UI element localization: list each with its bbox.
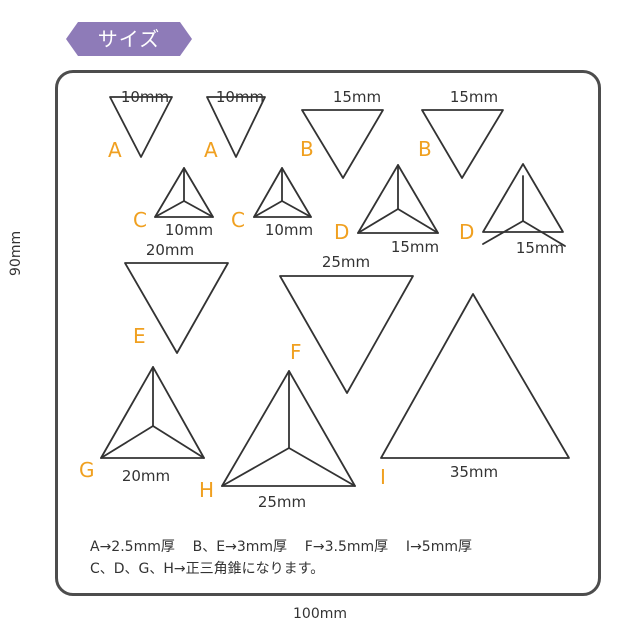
letter-f: F bbox=[290, 340, 302, 364]
shape-b1 bbox=[301, 109, 384, 179]
badge-label: サイズ bbox=[97, 27, 161, 51]
size-label-b1: 15mm bbox=[332, 88, 382, 106]
badge-hexagon-shape bbox=[66, 22, 192, 56]
letter-i: I bbox=[380, 465, 386, 489]
size-label-c2: 10mm bbox=[264, 221, 314, 239]
shape-a2 bbox=[206, 96, 266, 158]
size-label-a2: 10mm bbox=[215, 88, 265, 106]
shape-e bbox=[124, 262, 229, 354]
letter-c2: C bbox=[231, 208, 245, 232]
size-label-f: 25mm bbox=[321, 253, 371, 271]
shape-b2 bbox=[421, 109, 504, 179]
shape-h bbox=[221, 370, 356, 487]
letter-b2: B bbox=[418, 137, 432, 161]
width-dimension-label: 100mm bbox=[293, 606, 347, 622]
height-dimension-label: 90mm bbox=[8, 230, 24, 276]
thickness-notes: A→2.5mm厚 B、E→3mm厚 F→3.5mm厚 I→5mm厚 C、D、G、… bbox=[90, 536, 472, 580]
letter-c1: C bbox=[133, 208, 147, 232]
letter-a2: A bbox=[204, 138, 218, 162]
notes-line-1: A→2.5mm厚 B、E→3mm厚 F→3.5mm厚 I→5mm厚 bbox=[90, 539, 472, 555]
shape-d2 bbox=[482, 163, 566, 247]
shape-d1 bbox=[357, 164, 439, 234]
letter-d1: D bbox=[334, 220, 350, 244]
shape-a1 bbox=[109, 96, 173, 158]
letter-b1: B bbox=[300, 137, 314, 161]
size-label-c1: 10mm bbox=[164, 221, 214, 239]
size-label-d1: 15mm bbox=[390, 238, 440, 256]
size-label-i: 35mm bbox=[449, 463, 499, 481]
size-label-b2: 15mm bbox=[449, 88, 499, 106]
shape-i bbox=[380, 293, 570, 459]
size-label-e: 20mm bbox=[145, 241, 195, 259]
size-label-h: 25mm bbox=[257, 493, 307, 511]
size-label-d2: 15mm bbox=[515, 239, 565, 257]
shape-f bbox=[279, 275, 414, 394]
size-label-a1: 10mm bbox=[120, 88, 170, 106]
mold-frame bbox=[55, 70, 601, 596]
size-label-g: 20mm bbox=[121, 467, 171, 485]
letter-e: E bbox=[133, 324, 146, 348]
letter-h: H bbox=[199, 478, 215, 502]
letter-a1: A bbox=[108, 138, 122, 162]
shape-g bbox=[100, 366, 205, 459]
letter-g: G bbox=[79, 458, 95, 482]
letter-d2: D bbox=[459, 220, 475, 244]
notes-line-2: C、D、G、H→正三角錐になります。 bbox=[90, 561, 325, 577]
shape-c1 bbox=[154, 167, 214, 218]
size-badge: サイズ bbox=[66, 22, 192, 56]
shape-c2 bbox=[253, 167, 312, 218]
